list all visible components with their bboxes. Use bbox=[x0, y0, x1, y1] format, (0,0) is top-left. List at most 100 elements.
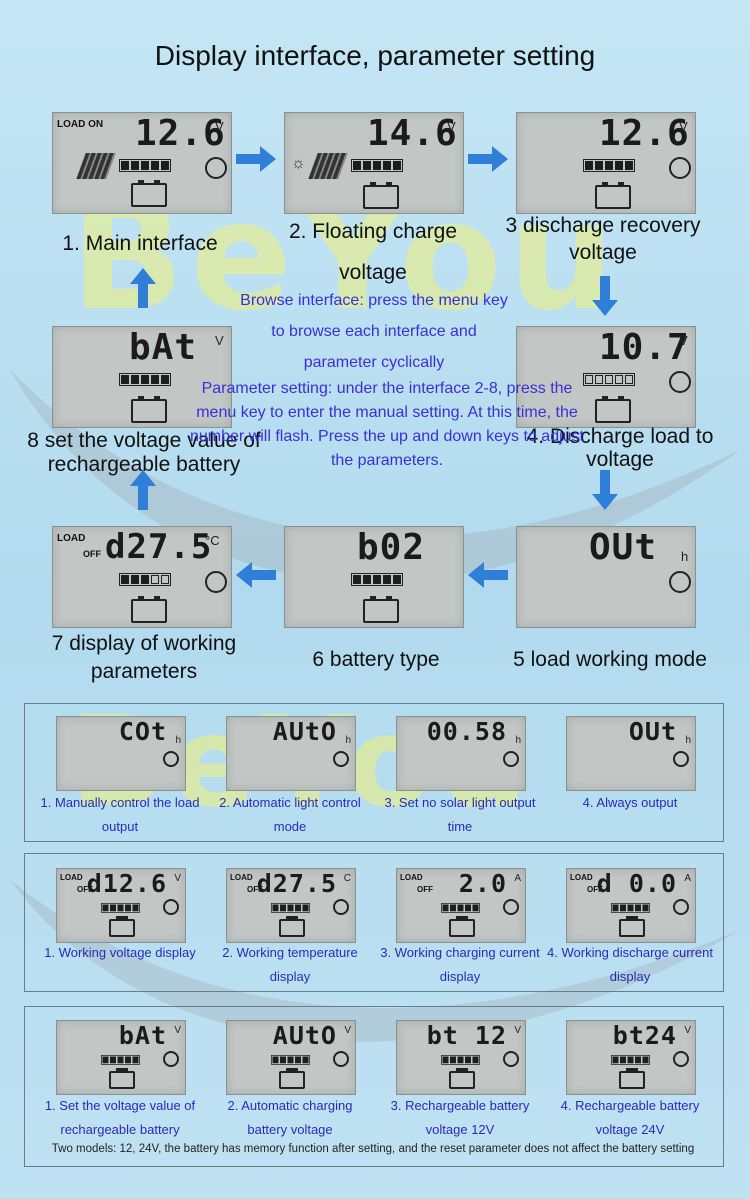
section-battery-voltage bbox=[24, 1006, 724, 1167]
arrow-down-icon bbox=[592, 470, 618, 510]
lcd-unit: V bbox=[684, 1025, 691, 1036]
lcd-digits: d 0.0 bbox=[596, 869, 677, 898]
caption: 3. Working charging current display bbox=[380, 945, 540, 985]
lcd-unit: h bbox=[685, 735, 691, 746]
lcd-digits: d12.6 bbox=[86, 869, 167, 898]
bulb-icon bbox=[503, 751, 519, 767]
off-indicator: OFF bbox=[247, 885, 263, 894]
label-working-parameters: 7 display of working parameters bbox=[51, 632, 237, 684]
caption: 4. Rechargeable battery voltage 24V bbox=[560, 1098, 700, 1138]
battery-icon bbox=[363, 596, 399, 623]
bulb-icon bbox=[163, 751, 179, 767]
lcd-unit: V bbox=[344, 1025, 351, 1036]
lcd-digits: 14.6 bbox=[367, 113, 458, 154]
battery-level-icon bbox=[271, 903, 310, 913]
bulb-icon bbox=[503, 1051, 519, 1067]
lcd-unit: V bbox=[174, 1025, 181, 1036]
bulb-icon bbox=[669, 371, 691, 393]
caption: 4. Always output bbox=[582, 795, 678, 810]
lcd-unit: V bbox=[174, 873, 181, 884]
load-indicator: LOAD bbox=[570, 873, 593, 882]
lcd-digits: 2.0 bbox=[458, 869, 507, 898]
arrow-left-icon bbox=[468, 562, 508, 588]
lcd-screen-discharge-load: 10.7 V bbox=[516, 326, 696, 428]
label-floating-charge: 2. Floating charge voltage bbox=[288, 220, 458, 284]
battery-level-icon bbox=[119, 159, 171, 172]
label-battery-setting: 8 set the voltage value of rechargeable … bbox=[27, 429, 261, 477]
footer-note: Two models: 12, 24V, the battery has mem… bbox=[51, 1143, 695, 1155]
lcd-unit: h bbox=[681, 549, 689, 564]
battery-level-icon bbox=[119, 373, 171, 386]
off-indicator: OFF bbox=[83, 549, 101, 559]
lcd-digits: d27.5 bbox=[105, 527, 213, 567]
battery-icon bbox=[595, 182, 631, 209]
caption: 3. Rechargeable battery voltage 12V bbox=[390, 1098, 530, 1138]
bulb-icon bbox=[333, 751, 349, 767]
bulb-icon bbox=[669, 157, 691, 179]
battery-level-icon bbox=[351, 159, 403, 172]
caption: 1. Manually control the load output bbox=[40, 795, 200, 835]
bulb-icon bbox=[673, 899, 689, 915]
lcd-unit: °C bbox=[205, 533, 220, 548]
lcd-digits: OUt bbox=[589, 527, 658, 568]
battery-icon bbox=[619, 1068, 645, 1089]
lcd-unit: A bbox=[684, 873, 691, 884]
browse-note: Browse interface: press the menu key to … bbox=[240, 292, 508, 372]
lcd-digits: 10.7 bbox=[599, 327, 690, 368]
load-indicator: LOAD bbox=[57, 533, 86, 544]
lcd-unit: V bbox=[215, 333, 224, 348]
lcd-digits: 12.6 bbox=[599, 113, 690, 154]
battery-icon bbox=[595, 396, 631, 423]
battery-level-icon bbox=[611, 1055, 650, 1065]
battery-level-icon bbox=[351, 573, 403, 586]
label-main-interface: 1. Main interface bbox=[62, 232, 218, 255]
lcd-screen-floating-charge: 14.6 V ☼ bbox=[284, 112, 464, 214]
bulb-icon bbox=[503, 899, 519, 915]
arrow-down-icon bbox=[592, 276, 618, 316]
lcd-unit: V bbox=[514, 1025, 521, 1036]
lcd-digits: bt24 bbox=[612, 1021, 677, 1050]
lcd-digits: d27.5 bbox=[256, 869, 337, 898]
lcd-unit: V bbox=[679, 119, 688, 134]
load-on-indicator: LOAD ON bbox=[57, 119, 104, 130]
caption: 3. Set no solar light output time bbox=[384, 795, 536, 835]
small-lcd-screen: bAt V bbox=[56, 1020, 186, 1095]
bulb-icon bbox=[163, 1051, 179, 1067]
bulb-icon bbox=[669, 571, 691, 593]
battery-icon bbox=[131, 596, 167, 623]
battery-icon bbox=[279, 1068, 305, 1089]
section-working-parameters bbox=[24, 853, 724, 992]
sun-icon: ☼ bbox=[291, 155, 306, 172]
small-lcd-screen: bt24 V bbox=[566, 1020, 696, 1095]
lcd-digits: OUt bbox=[628, 717, 677, 746]
solar-panel-icon bbox=[76, 153, 116, 179]
arrow-right-icon bbox=[468, 146, 508, 172]
battery-level-icon bbox=[611, 903, 650, 913]
off-indicator: OFF bbox=[587, 885, 603, 894]
lcd-unit: A bbox=[514, 873, 521, 884]
battery-level-icon bbox=[441, 1055, 480, 1065]
off-indicator: OFF bbox=[417, 885, 433, 894]
battery-icon bbox=[131, 180, 167, 207]
lcd-digits: AUtO bbox=[272, 717, 337, 746]
bulb-icon bbox=[205, 157, 227, 179]
battery-icon bbox=[109, 1068, 135, 1089]
battery-level-icon bbox=[583, 159, 635, 172]
lcd-digits: AUtO bbox=[272, 1021, 337, 1050]
bulb-icon bbox=[163, 899, 179, 915]
arrow-up-icon bbox=[130, 470, 156, 510]
page-title: Display interface, parameter setting bbox=[154, 40, 596, 71]
label-discharge-recovery: 3 discharge recovery voltage bbox=[505, 214, 701, 265]
lcd-digits: bAt bbox=[118, 1021, 167, 1050]
lcd-unit: V bbox=[447, 119, 456, 134]
label-discharge-load: 4. Discharge load to voltage bbox=[526, 425, 714, 472]
battery-icon bbox=[449, 1068, 475, 1089]
battery-icon bbox=[279, 916, 305, 937]
